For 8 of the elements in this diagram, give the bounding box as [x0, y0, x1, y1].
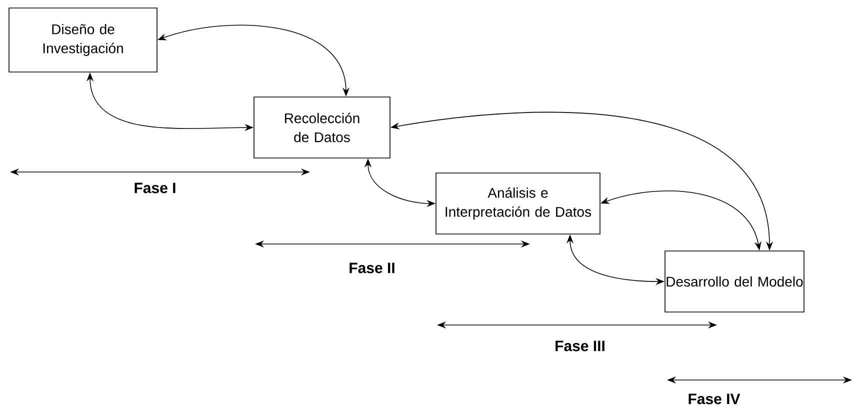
process-box: Desarrollo del Modelo [664, 250, 804, 312]
phase-label: Fase IV [688, 394, 740, 404]
process-box: Análisis e Interpretación de Datos [436, 172, 600, 234]
phase-label: Fase II [350, 262, 394, 274]
process-box: Recolección de Datos [254, 96, 390, 158]
phase-label: Fase III [556, 340, 604, 352]
phase-label: Fase I [134, 182, 176, 194]
process-box: Diseño de Investigación [8, 8, 158, 72]
